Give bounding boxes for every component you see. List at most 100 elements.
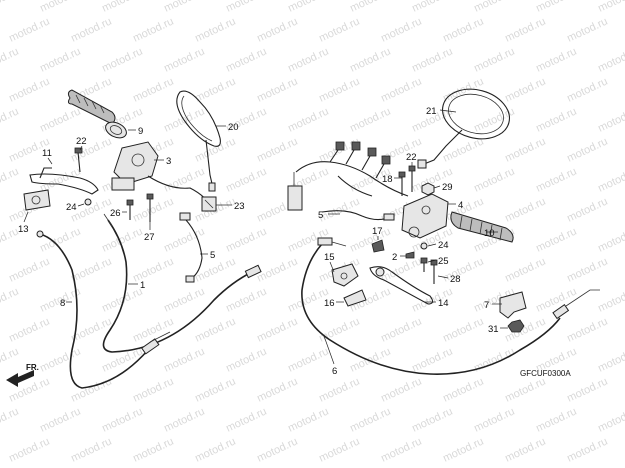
bolt-27 [146,193,154,222]
watermark-text: motod.ru [348,225,392,254]
watermark-text: motod.ru [286,45,330,74]
watermark-text: motod.ru [38,0,82,15]
watermark-text: motod.ru [565,15,609,44]
watermark-text: motod.ru [69,435,113,464]
watermark-text: motod.ru [348,45,392,74]
watermark-text: motod.ru [193,255,237,284]
watermark-text: motod.ru [131,15,175,44]
watermark-text: motod.ru [317,315,361,344]
watermark-text: motod.ru [131,375,175,404]
watermark-text: motod.ru [441,315,485,344]
watermark-text: motod.ru [503,135,547,164]
watermark-text: motod.ru [224,285,268,314]
watermark-text: motod.ru [317,15,361,44]
watermark-text: motod.ru [348,405,392,434]
watermark-text: motod.ru [100,405,144,434]
watermark-text: motod.ru [224,0,268,15]
watermark-text: motod.ru [7,435,51,464]
watermark-text: motod.ru [379,315,423,344]
right-switch-housing [401,193,449,239]
bolt-25 [420,257,428,272]
watermark-text: motod.ru [162,405,206,434]
watermark-text: motod.ru [193,75,237,104]
direction-label: FR. [26,363,39,372]
right-mirror [417,88,510,169]
watermark-text: motod.ru [162,45,206,74]
connector-23 [201,196,217,212]
watermark-text: motod.ru [131,255,175,284]
callout-5-right: 5 [318,210,323,221]
callout-2: 2 [392,252,397,263]
watermark-text: motod.ru [565,195,609,224]
watermark-text: motod.ru [379,75,423,104]
watermark-text: motod.ru [565,435,609,464]
watermark-text: motod.ru [224,345,268,374]
bracket-16 [343,289,367,307]
watermark-text: motod.ru [317,435,361,464]
watermark-text: motod.ru [317,375,361,404]
cable-6 [301,237,600,375]
watermark-text: motod.ru [162,165,206,194]
watermark-text: motod.ru [255,75,299,104]
watermark-text: motod.ru [503,375,547,404]
callout-14: 14 [438,298,449,309]
right-harness [287,141,409,211]
watermark-text: motod.ru [193,375,237,404]
bolt-28 [430,259,438,284]
watermark-text: motod.ru [7,15,51,44]
watermark-text: motod.ru [224,165,268,194]
bracket-7 [499,291,527,319]
watermark-text: motod.ru [596,285,625,314]
callout-1: 1 [140,280,145,291]
watermark-text: motod.ru [565,375,609,404]
watermark-text: motod.ru [534,45,578,74]
watermark-text: motod.ru [503,75,547,104]
watermark-text: motod.ru [441,375,485,404]
watermark-text: motod.ru [38,225,82,254]
callout-27: 27 [144,232,155,243]
watermark-text: motod.ru [255,435,299,464]
watermark-text: motod.ru [596,105,625,134]
nut-31 [507,319,525,333]
watermark-text: motod.ru [565,75,609,104]
watermark-text: motod.ru [348,105,392,134]
watermark-text: motod.ru [596,165,625,194]
watermark-text: motod.ru [0,285,21,314]
watermark-text: motod.ru [503,195,547,224]
watermark-text: motod.ru [596,345,625,374]
watermark-text: motod.ru [286,405,330,434]
watermark-text: motod.ru [255,15,299,44]
watermark-text: motod.ru [286,0,330,15]
watermark-text: motod.ru [596,225,625,254]
washer-24-left [84,198,92,206]
watermark-text: motod.ru [38,45,82,74]
watermark-text: motod.ru [286,345,330,374]
callout-6: 6 [332,366,337,377]
watermark-text: motod.ru [410,345,454,374]
watermark-text: motod.ru [193,315,237,344]
watermark-text: motod.ru [131,75,175,104]
watermark-text: motod.ru [162,285,206,314]
callout-23: 23 [234,201,245,212]
watermark-text: motod.ru [503,15,547,44]
watermark-text: motod.ru [69,255,113,284]
watermark-text: motod.ru [38,105,82,134]
callout-31: 31 [488,324,499,335]
throttle-grip [67,89,127,139]
callout-21: 21 [426,106,437,117]
callout-4: 4 [458,200,463,211]
callout-24-right: 24 [438,240,449,251]
watermark-text: motod.ru [379,255,423,284]
watermark-text: motod.ru [534,105,578,134]
lever-holder [23,189,51,211]
nut-29 [421,182,435,196]
clutch-cable [36,230,171,389]
callout-9: 9 [138,126,143,137]
watermark-text: motod.ru [472,165,516,194]
watermark-text: motod.ru [441,435,485,464]
watermark-text: motod.ru [7,255,51,284]
watermark-text: motod.ru [0,45,21,74]
callout-13: 13 [18,224,29,235]
watermark-text: motod.ru [0,165,21,194]
